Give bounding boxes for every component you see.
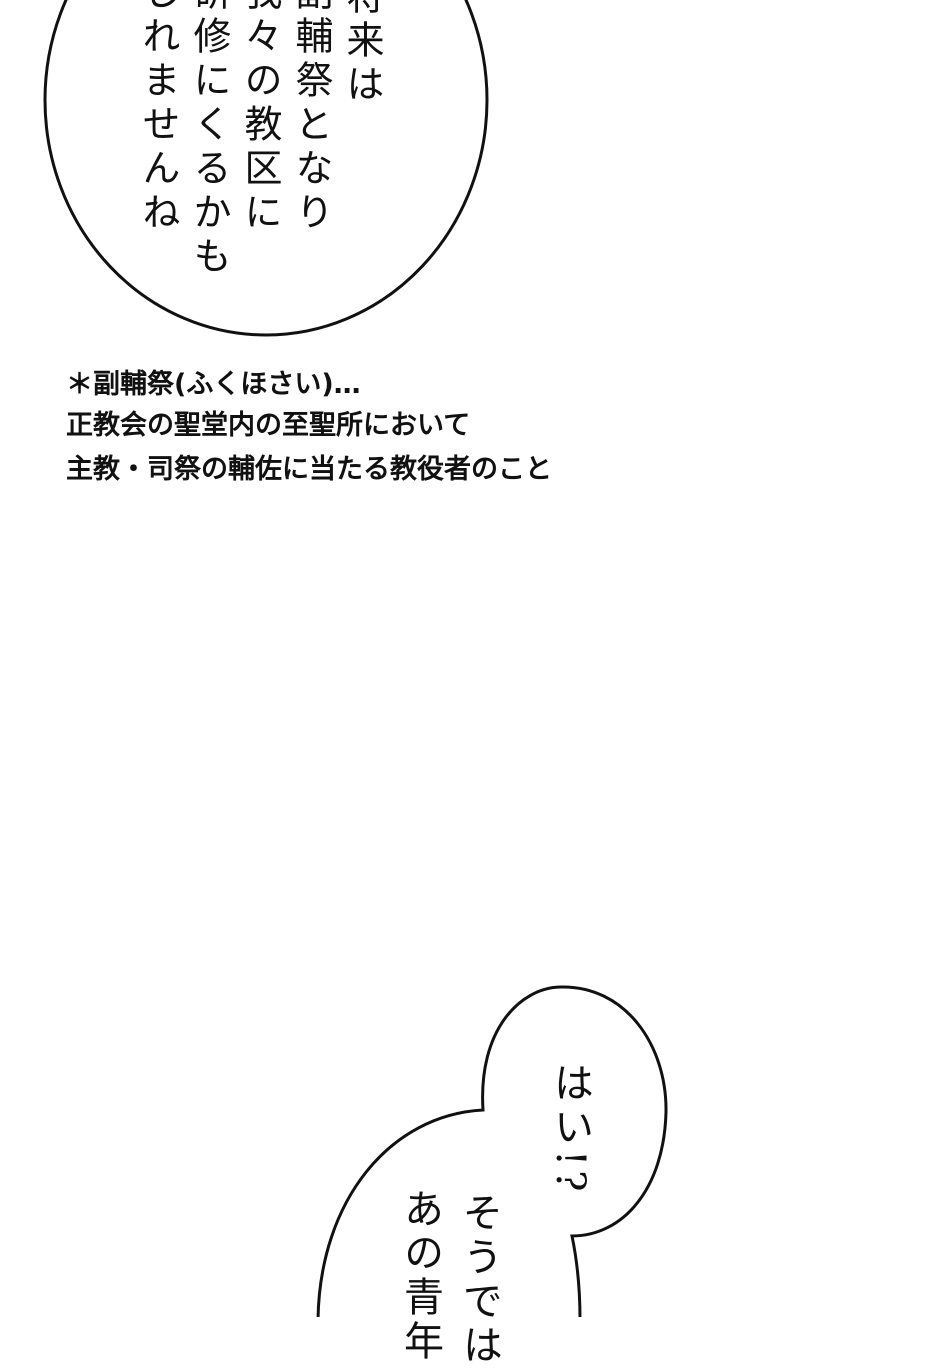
footnote-line: 正教会の聖堂内の至聖所において: [66, 410, 471, 441]
speech-bubble-top: [43, 0, 489, 337]
dialogue-line: 将来は: [340, 0, 384, 108]
dialogue-line: はい!?: [547, 1062, 593, 1196]
dialogue-line: 我々の教区に: [238, 0, 282, 236]
dialogue-line: 副輔祭となり: [289, 0, 333, 236]
speech-bubble-outlines: [43, 0, 668, 1319]
dialogue-line: そうでは: [456, 1192, 502, 1368]
dialogue-line: しれませんね: [136, 0, 180, 236]
dialogue-line: 研修にくるかも: [187, 0, 231, 280]
footnote-line: ＊副輔祭(ふくほさい)…: [66, 369, 361, 400]
dialogue-line: あの青年: [397, 1188, 443, 1364]
footnote-line: 主教・司祭の輔佐に当たる教役者のこと: [66, 454, 552, 485]
speech-bubble-bottom: [316, 985, 668, 1319]
